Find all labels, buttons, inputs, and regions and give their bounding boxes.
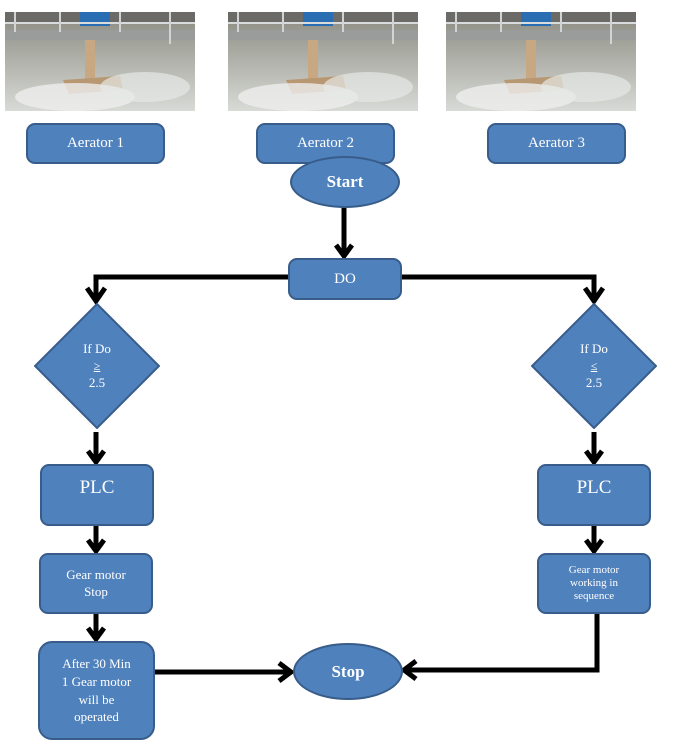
right-decision-operator: ≤ — [590, 358, 598, 373]
arrowhead-right-decision — [582, 286, 606, 306]
followup-line2: 1 Gear motor — [61, 673, 132, 689]
aerator-2-label: Aerator 2 — [296, 135, 355, 152]
right-plc-node: PLC — [537, 464, 651, 526]
followup-line3: will be — [78, 691, 115, 707]
right-action-line2: working in — [570, 576, 618, 589]
right-decision-shape — [531, 303, 657, 429]
right-action-node: Gear motor working in sequence — [537, 553, 651, 614]
left-decision-node: If Do ≥ 2.5 — [34, 303, 160, 429]
arrowhead-stop-left — [277, 661, 296, 683]
right-plc-label: PLC — [576, 477, 612, 498]
connector-do-right — [400, 274, 597, 298]
right-action-line1: Gear motor — [568, 563, 620, 576]
followup-line1: After 30 Min — [62, 656, 131, 672]
arrowhead-left-followup — [85, 626, 107, 644]
aerator-3-photo — [446, 12, 636, 111]
connector-do-left — [93, 274, 290, 298]
left-plc-label: PLC — [79, 477, 115, 498]
arrowhead-do — [333, 243, 355, 261]
aerator-1-label-box: Aerator 1 — [26, 123, 165, 164]
arrowhead-stop-right — [399, 659, 418, 681]
aerator-3-label-box: Aerator 3 — [487, 123, 626, 164]
connector-right-action-stop — [406, 612, 600, 673]
right-decision-value: 2.5 — [585, 375, 603, 391]
do-label: DO — [334, 270, 356, 287]
right-action-line3: sequence — [573, 590, 615, 603]
start-label: Start — [326, 172, 364, 191]
aerator-2-photo — [228, 12, 418, 111]
left-decision-operator: ≥ — [93, 358, 101, 373]
followup-line4: operated — [74, 709, 119, 725]
left-decision-line1: If Do — [83, 340, 111, 356]
arrowhead-left-decision — [84, 286, 108, 306]
aerator-1-label: Aerator 1 — [66, 135, 125, 152]
aerator-1-photo — [5, 12, 195, 111]
left-decision-value: 2.5 — [88, 375, 106, 391]
left-action-line1: Gear motor — [66, 567, 126, 583]
arrowhead-left-action — [85, 538, 107, 556]
stop-node: Stop — [293, 643, 403, 700]
arrowhead-left-plc — [85, 449, 107, 467]
left-followup-node: After 30 Min 1 Gear motor will be operat… — [38, 641, 155, 740]
left-plc-node: PLC — [40, 464, 154, 526]
stop-label: Stop — [331, 661, 365, 681]
arrowhead-right-action — [583, 538, 605, 556]
right-decision-node: If Do ≤ 2.5 — [531, 303, 657, 429]
left-action-line2: Stop — [84, 583, 108, 599]
right-decision-line1: If Do — [580, 340, 608, 356]
left-decision-shape — [34, 303, 160, 429]
arrowhead-right-plc — [583, 449, 605, 467]
aerator-3-label: Aerator 3 — [527, 135, 586, 152]
start-node: Start — [290, 156, 400, 208]
left-action-node: Gear motor Stop — [39, 553, 153, 614]
do-node: DO — [288, 258, 402, 300]
